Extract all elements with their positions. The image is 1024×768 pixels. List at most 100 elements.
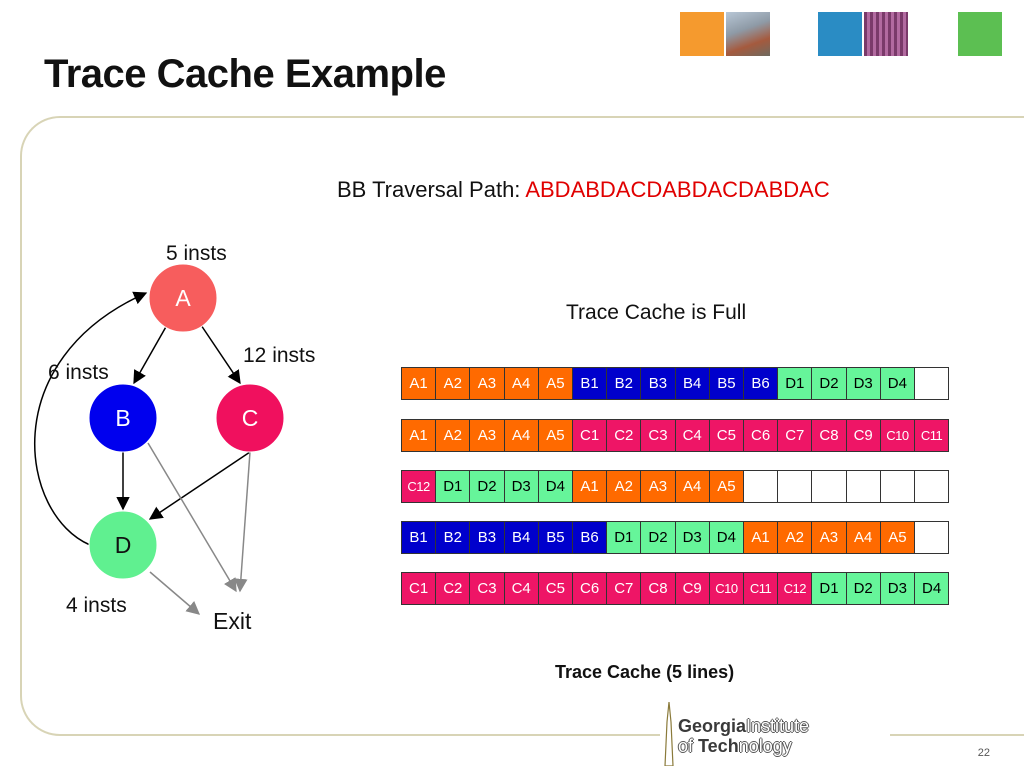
edge-c-exit <box>234 451 251 593</box>
cache-cell: D2 <box>845 572 881 605</box>
cache-cell: B5 <box>708 367 744 400</box>
cache-cell: D4 <box>879 367 915 400</box>
cache-cell: A4 <box>503 367 539 400</box>
cache-cell: D4 <box>537 470 573 503</box>
cache-cell: A2 <box>435 419 471 452</box>
logo-tech: Tech <box>698 736 739 756</box>
slide-title: Trace Cache Example <box>44 52 446 96</box>
cache-cell <box>845 470 881 503</box>
cache-cell: C11 <box>914 419 950 452</box>
cache-cell: C1 <box>572 419 608 452</box>
cache-cell <box>914 521 950 554</box>
cache-cell: A3 <box>640 470 676 503</box>
cache-cell: D2 <box>469 470 505 503</box>
decor-photo-circuit <box>864 12 908 56</box>
logo-tower-icon <box>664 702 674 766</box>
cache-cell: D1 <box>435 470 471 503</box>
cache-cell: B3 <box>640 367 676 400</box>
cache-cell: B2 <box>606 367 642 400</box>
cache-cell: B4 <box>674 367 710 400</box>
cache-cell: C3 <box>640 419 676 452</box>
cache-cell: C2 <box>435 572 471 605</box>
node-label-a: A <box>175 285 191 311</box>
cache-cell: B2 <box>435 521 471 554</box>
cache-cell: D4 <box>914 572 950 605</box>
cache-cell: C6 <box>743 419 779 452</box>
cache-cell: C1 <box>401 572 437 605</box>
cache-cell: A5 <box>537 367 573 400</box>
cache-cell: C9 <box>845 419 881 452</box>
traversal-sequence: ABDABDACDABDACDABDAC <box>525 177 830 202</box>
cache-cell: C5 <box>537 572 573 605</box>
edge-c-d <box>148 451 251 520</box>
georgia-tech-logo: GeorgiaInstitute of Technology <box>660 700 890 768</box>
cache-cell: A5 <box>537 419 573 452</box>
cache-cell: D3 <box>879 572 915 605</box>
logo-institute: Institute <box>746 716 810 736</box>
insts-label-a: 5 insts <box>166 242 227 265</box>
cache-cell: D1 <box>606 521 642 554</box>
cache-cell: A1 <box>572 470 608 503</box>
cache-cell: B1 <box>401 521 437 554</box>
decor-photo-building <box>726 12 770 56</box>
cache-cell: B5 <box>537 521 573 554</box>
cache-cell: A4 <box>845 521 881 554</box>
cache-cell <box>914 470 950 503</box>
cache-cell: C10 <box>708 572 744 605</box>
cache-cell <box>879 470 915 503</box>
node-label-d: D <box>115 532 132 558</box>
cache-cell: A1 <box>401 367 437 400</box>
cache-cell: C3 <box>469 572 505 605</box>
cache-cell: D3 <box>845 367 881 400</box>
node-c <box>215 383 285 453</box>
cache-cell: C7 <box>606 572 642 605</box>
cache-cell: C5 <box>708 419 744 452</box>
cache-cell: C4 <box>674 419 710 452</box>
cache-cell: A3 <box>469 419 505 452</box>
edge-d-exit <box>149 571 201 615</box>
edge-a-c <box>200 324 241 385</box>
page-number: 22 <box>977 747 990 759</box>
cache-cell: D2 <box>640 521 676 554</box>
cache-cell: C10 <box>879 419 915 452</box>
edge-b-exit <box>147 442 237 593</box>
insts-label-c: 12 insts <box>243 344 315 367</box>
cache-cell: B3 <box>469 521 505 554</box>
cache-cell: C12 <box>401 470 437 503</box>
node-b <box>88 383 158 453</box>
cache-cell: A1 <box>401 419 437 452</box>
edge-d-a <box>34 291 148 546</box>
cache-cell: A2 <box>777 521 813 554</box>
decor-square-green <box>958 12 1002 56</box>
cache-cell: D4 <box>708 521 744 554</box>
cache-cell: D3 <box>674 521 710 554</box>
cache-caption: Trace Cache (5 lines) <box>555 662 735 682</box>
cache-full-label: Trace Cache is Full <box>566 301 747 324</box>
cache-cell: D3 <box>503 470 539 503</box>
insts-label-b: 6 insts <box>48 361 109 384</box>
cache-cell: C6 <box>572 572 608 605</box>
cache-cell: A2 <box>435 367 471 400</box>
cache-cell <box>811 470 847 503</box>
cache-cell: A4 <box>674 470 710 503</box>
node-label-c: C <box>242 405 259 431</box>
edge-a-b <box>133 324 168 385</box>
cache-cell: D1 <box>811 572 847 605</box>
cache-cell: C8 <box>640 572 676 605</box>
cache-cell: B4 <box>503 521 539 554</box>
decor-square-orange <box>680 12 724 56</box>
logo-of: of <box>678 736 699 756</box>
traversal-path: BB Traversal Path: ABDABDACDABDACDABDAC <box>337 177 830 203</box>
insts-label-d: 4 insts <box>66 594 127 617</box>
cache-cell: C2 <box>606 419 642 452</box>
logo-georgia: Georgia <box>678 716 747 736</box>
cache-cell: C12 <box>777 572 813 605</box>
logo-line-1: GeorgiaInstitute <box>678 716 809 737</box>
cache-cell: C7 <box>777 419 813 452</box>
logo-nology: nology <box>738 736 792 756</box>
content-frame <box>20 116 1024 736</box>
cache-cell: B1 <box>572 367 608 400</box>
cache-cell <box>777 470 813 503</box>
node-label-b: B <box>115 405 130 431</box>
